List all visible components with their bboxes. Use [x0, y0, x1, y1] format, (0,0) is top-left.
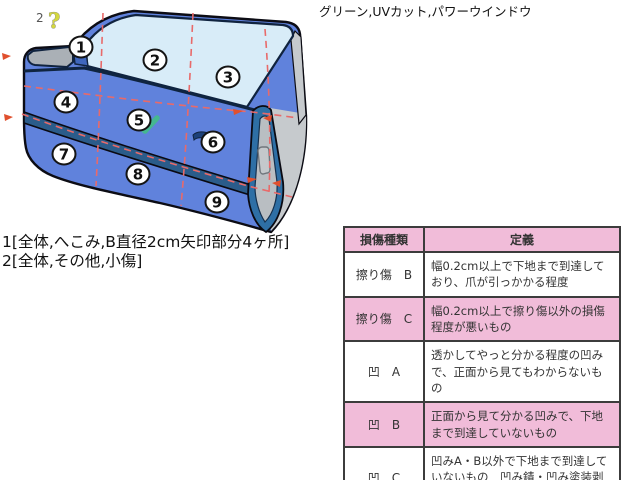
damage-type-cell: 凹 C	[343, 445, 425, 480]
damage-arrow-icon	[272, 180, 281, 187]
option-note: グリーン,UVカット,パワーウインドウ	[319, 4, 532, 19]
divider-vertical-2	[180, 12, 194, 207]
legend-marker: 2 ?	[36, 8, 61, 34]
door-edge-handle-cutout	[257, 146, 271, 175]
damage-arrow-icon	[263, 115, 272, 122]
definition-cell: 幅0.2cm以上で擦り傷以外の損傷程度が悪いもの	[423, 295, 621, 343]
region-marker-5: 5	[126, 108, 152, 132]
table-row: 凹 C 凹みA・B以外で下地まで到達していないもの 凹み錆・凹み塗装剥げも含む	[343, 445, 621, 480]
region-marker-label: 4	[61, 94, 71, 112]
region-divider-dashed-lines	[21, 12, 299, 207]
damage-arrow-icon	[247, 177, 257, 183]
damage-arrow-icon	[233, 109, 243, 115]
damage-type-cell: 擦り傷 B	[343, 251, 425, 298]
divider-vertical-1	[95, 12, 104, 187]
region-markers: 1 2 3 4 5	[51, 35, 241, 214]
damage-notes: 1[全体,へこみ,B直径2cm矢印部分4ヶ所] 2[全体,その他,小傷]	[2, 233, 289, 271]
definition-cell: 幅0.2cm以上で下地まで到達しており、爪が引っかかる程度	[423, 251, 621, 298]
region-marker-label: 3	[223, 69, 233, 87]
damage-arrow-icon	[2, 53, 11, 60]
region-marker-1: 1	[68, 35, 94, 59]
region-marker-6: 6	[200, 130, 226, 154]
region-marker-label: 8	[133, 166, 143, 184]
region-marker-7: 7	[51, 142, 77, 166]
damage-arrow-icon	[4, 114, 13, 121]
damage-note-line-1: 1[全体,へこみ,B直径2cm矢印部分4ヶ所]	[2, 233, 290, 251]
damage-type-cell: 擦り傷 C	[343, 295, 425, 343]
header-damage-type: 損傷種類	[343, 226, 425, 253]
divider-horizontal-1	[23, 85, 299, 119]
region-marker-3: 3	[215, 65, 241, 89]
table-header-row: 損傷種類 定義	[343, 226, 621, 253]
damage-type-cell: 凹 A	[343, 340, 425, 404]
door-diagram-svg: 1 2 3 4 5	[2, 8, 308, 234]
region-marker-4: 4	[53, 90, 79, 114]
region-marker-label: 9	[212, 194, 222, 212]
table-row: 擦り傷 B 幅0.2cm以上で下地まで到達しており、爪が引っかかる程度	[343, 251, 621, 298]
door-damage-diagram: 1 2 3 4 5	[0, 0, 330, 242]
region-marker-label: 2	[150, 52, 160, 70]
question-mark-icon: ?	[48, 8, 60, 33]
table-row: 凹 A 透かしてやっと分かる程度の凹みで、正面から見てもわからないもの	[343, 340, 621, 404]
divider-horizontal-2	[21, 113, 293, 198]
legend-number: 2	[36, 11, 44, 25]
region-marker-8: 8	[125, 162, 151, 186]
definition-cell: 透かしてやっと分かる程度の凹みで、正面から見てもわからないもの	[423, 340, 621, 404]
door-window-glass	[84, 13, 295, 109]
region-marker-2: 2	[142, 48, 168, 72]
definition-cell: 凹みA・B以外で下地まで到達していないもの 凹み錆・凹み塗装剥げも含む	[423, 445, 621, 480]
region-marker-label: 6	[208, 134, 218, 152]
header-definition: 定義	[423, 226, 621, 253]
table-row: 擦り傷 C 幅0.2cm以上で擦り傷以外の損傷程度が悪いもの	[343, 295, 621, 343]
table-row: 凹 B 正面から見て分かる凹みで、下地まで到達していないもの	[343, 401, 621, 448]
damage-type-cell: 凹 B	[343, 401, 425, 448]
region-marker-label: 5	[134, 112, 144, 130]
region-marker-label: 1	[76, 39, 86, 57]
divider-vertical-3	[264, 28, 271, 195]
region-marker-9: 9	[204, 190, 230, 214]
damage-definition-table: 損傷種類 定義 擦り傷 B 幅0.2cm以上で下地まで到達しており、爪が引っかか…	[343, 226, 621, 480]
damage-note-line-2: 2[全体,その他,小傷]	[2, 252, 143, 270]
definition-cell: 正面から見て分かる凹みで、下地まで到達していないもの	[423, 401, 621, 448]
quarter-glass	[26, 45, 74, 69]
damage-arrow-icons	[2, 53, 281, 187]
region-marker-label: 7	[59, 146, 69, 164]
damage-definition-table-wrap: 損傷種類 定義 擦り傷 B 幅0.2cm以上で下地まで到達しており、爪が引っかか…	[343, 226, 621, 480]
